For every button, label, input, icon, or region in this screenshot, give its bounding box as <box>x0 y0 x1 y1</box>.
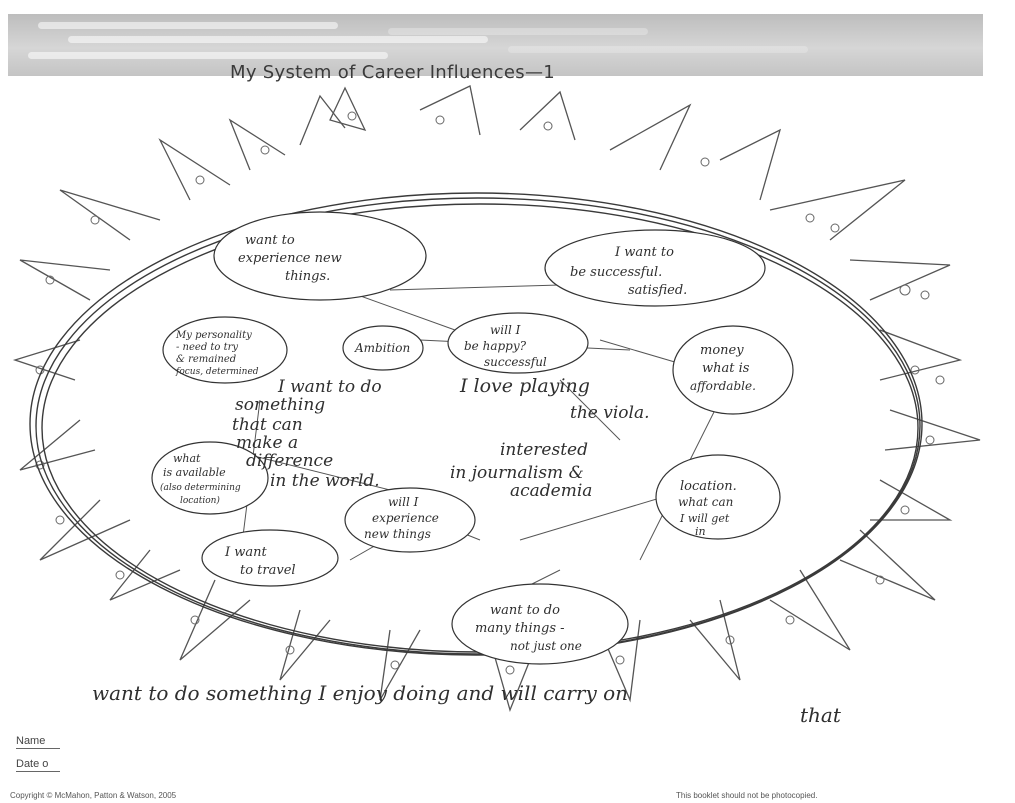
center-difference-line-5: difference <box>246 451 333 471</box>
bubble-money-line-3: affordable. <box>690 379 756 393</box>
bubble-personality-line-4: focus, determined <box>175 367 259 377</box>
bubble-money-line-2: what is <box>702 361 750 376</box>
bubble-ambition: Ambition <box>354 341 410 355</box>
bubble-happy-line-2: be happy? <box>464 339 527 353</box>
bubble-texts: want to experience new things. I want to… <box>160 233 756 653</box>
bubble-successful-line-3: satisfied. <box>628 283 687 298</box>
bottom-note-line-2: that <box>800 703 842 727</box>
bubble-experience-line-2: experience new <box>238 251 342 266</box>
center-viola-line-1: I love playing <box>459 375 590 397</box>
copyright-text: Copyright © McMahon, Patton & Watson, 20… <box>10 791 177 800</box>
bubble-available-line-4: location) <box>180 495 220 506</box>
bottom-note-line-1: want to do something I enjoy doing and w… <box>92 681 628 705</box>
bubble-location-line-4: in <box>695 525 706 538</box>
bubble-many-things-line-3: not just one <box>510 639 582 653</box>
bubble-successful-line-1: I want to <box>614 245 674 260</box>
bubble-will-experience-line-1: will I <box>388 495 419 509</box>
bubble-travel-line-1: I want <box>224 545 268 560</box>
bubble-available-line-2: is available <box>163 466 226 479</box>
center-difference-line-2: something <box>235 395 325 415</box>
bubble-many-things-line-2: many things - <box>475 621 565 636</box>
photocopy-notice: This booklet should not be photocopied. <box>676 791 818 800</box>
center-texts: I want to do something that can make a d… <box>232 375 650 501</box>
sun-rays <box>12 85 981 713</box>
center-difference-line-3: that can <box>232 415 303 435</box>
bubble-happy-line-1: will I <box>490 323 521 337</box>
page-title: My System of Career Influences—1 <box>230 62 556 83</box>
redaction-name <box>60 722 300 778</box>
header-banner <box>8 14 983 76</box>
center-interested-line-3: academia <box>510 481 592 501</box>
redaction-center <box>358 398 534 442</box>
bubble-money-line-1: money <box>700 343 744 358</box>
bubble-will-experience-line-3: new things <box>364 527 431 541</box>
bubble-will-experience-line-2: experience <box>372 511 439 525</box>
decor-circles <box>35 111 945 675</box>
bubble-available-line-3: (also determining <box>160 482 241 493</box>
bubble-location-line-1: location. <box>680 479 737 494</box>
bubble-happy-line-3: successful <box>484 355 547 369</box>
bubble-many-things-line-1: want to do <box>490 603 560 618</box>
bubble-personality-line-3: & remained <box>176 354 236 365</box>
bubble-experience-line-3: things. <box>285 269 330 284</box>
center-viola-line-2: the viola. <box>570 403 650 423</box>
center-difference-line-1: I want to do <box>277 377 382 397</box>
bubble-personality-line-1: My personality <box>175 330 252 341</box>
bottom-notes: want to do something I enjoy doing and w… <box>92 681 842 727</box>
center-interested-line-2: in journalism & <box>450 463 584 483</box>
bubble-personality-line-2: - need to try <box>176 342 238 353</box>
bubble-available-line-1: what <box>173 452 201 465</box>
center-interested-line-1: interested <box>500 440 588 460</box>
bubble-successful-line-2: be successful. <box>570 265 662 280</box>
bubble-outlines <box>151 211 794 665</box>
bubble-location-line-3: I will get <box>679 512 730 525</box>
center-difference-line-4: make a <box>236 433 298 453</box>
bubble-experience-line-1: want to <box>245 233 295 248</box>
center-difference-line-6: in the world. <box>270 471 380 491</box>
bubble-travel-line-2: to travel <box>240 563 296 578</box>
bubble-location-line-2: what can <box>678 495 733 509</box>
